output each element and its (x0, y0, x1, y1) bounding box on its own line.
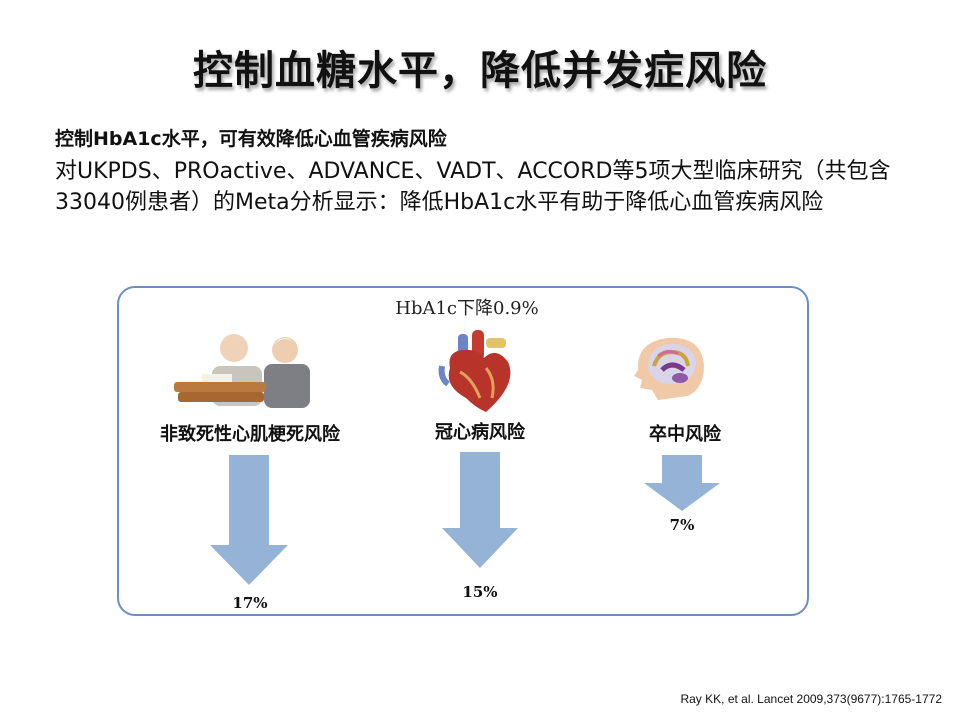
results-panel (117, 286, 809, 616)
elderly-couple-image (174, 334, 310, 408)
citation: Ray KK, et al. Lancet 2009,373(9677):176… (680, 692, 942, 706)
pct-nonfatal-mi: 17% (232, 594, 268, 612)
brain-image (634, 337, 704, 400)
pct-stroke: 7% (669, 516, 695, 534)
panel-title: HbA1c下降0.9% (395, 298, 539, 319)
slide-subheading: 控制HbA1c水平，可有效降低心血管疾病风险 (55, 128, 447, 150)
heart-image (438, 330, 511, 412)
arrow-nonfatal-mi (210, 455, 288, 585)
pct-chd: 15% (462, 583, 498, 601)
slide-title: 控制血糖水平，降低并发症风险 (193, 48, 767, 94)
label-nonfatal-mi: 非致死性心肌梗死风险 (160, 424, 340, 445)
slide-body-text: 对UKPDS、PROactive、ADVANCE、VADT、ACCORD等5项大… (55, 159, 891, 215)
label-stroke: 卒中风险 (649, 424, 721, 445)
label-chd: 冠心病风险 (435, 422, 525, 443)
arrow-stroke (644, 455, 720, 511)
arrow-chd (442, 452, 518, 568)
